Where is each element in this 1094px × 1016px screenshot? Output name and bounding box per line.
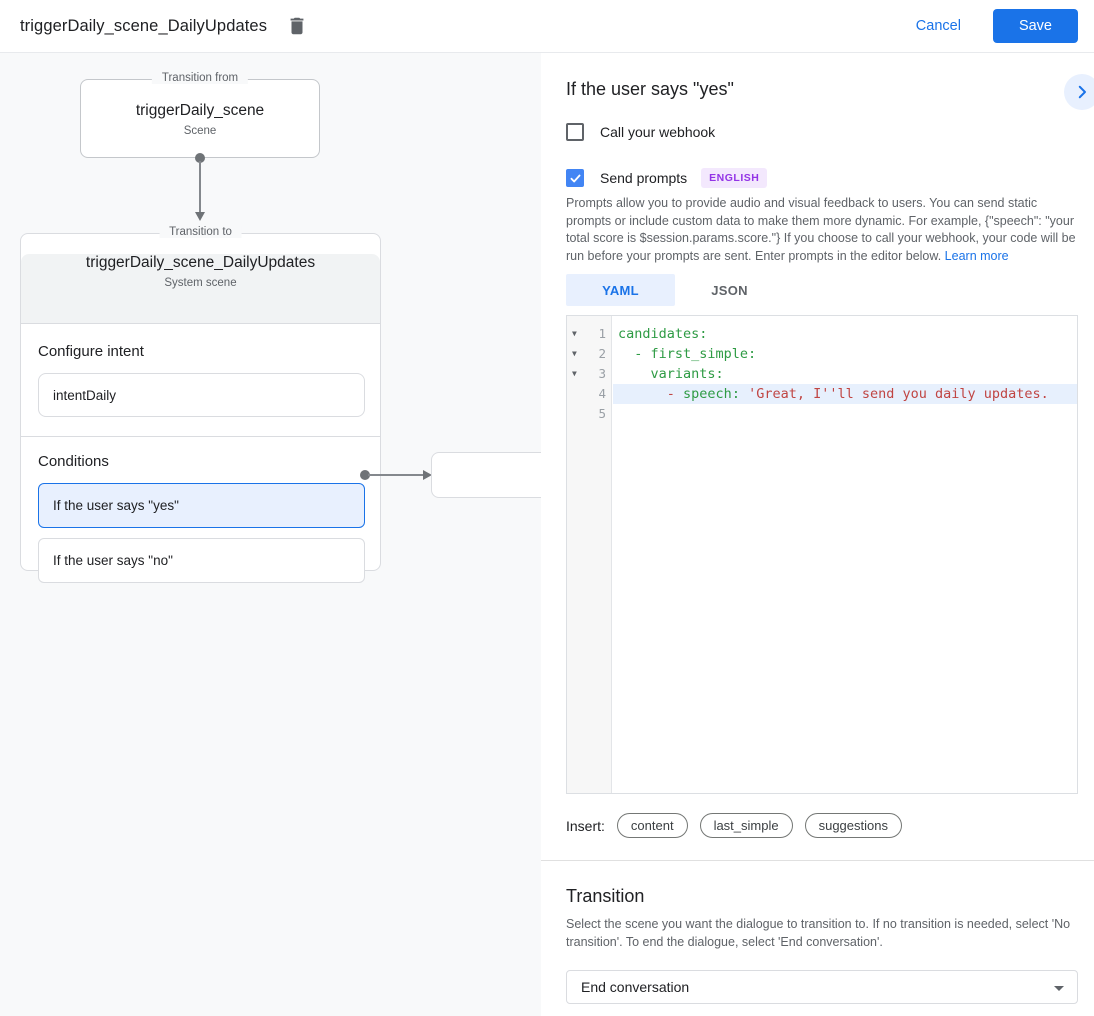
insert-row: Insert: content last_simple suggestions (566, 813, 902, 838)
transition-to-legend: Transition to (159, 226, 242, 238)
insert-chip-last-simple[interactable]: last_simple (699, 813, 793, 838)
insert-chip-content[interactable]: content (616, 813, 688, 838)
insert-label: Insert: (566, 817, 605, 834)
code-token: - first_simple: (618, 346, 757, 362)
configure-intent-label: Configure intent (38, 343, 144, 360)
editor-line: ▼ 2 - first_simple: (567, 344, 1077, 364)
insert-chip-suggestions[interactable]: suggestions (804, 813, 902, 838)
line-number: 2 (598, 346, 606, 361)
cancel-button[interactable]: Cancel (904, 10, 973, 42)
line-number: 1 (598, 326, 606, 341)
gutter-cell: ▼ 2 (567, 344, 613, 364)
gutter-cell: ▼ 1 (567, 324, 613, 344)
code-token: speech: (683, 386, 740, 402)
code-line: candidates: (613, 324, 1077, 344)
save-button[interactable]: Save (992, 9, 1078, 43)
editor-tabs: YAML JSON (566, 274, 784, 306)
arrowhead-down-icon (195, 212, 205, 221)
to-scene-subtitle: System scene (164, 277, 237, 289)
code-line (613, 404, 1077, 424)
connector-line-horizontal (368, 474, 424, 476)
delete-scene-button[interactable] (285, 14, 309, 38)
transition-target-node[interactable] (431, 452, 541, 498)
webhook-label: Call your webhook (600, 124, 716, 140)
condition-detail-title: If the user says "yes" (566, 79, 734, 99)
section-divider (541, 860, 1094, 861)
webhook-checkbox[interactable] (566, 123, 584, 141)
trash-icon (286, 15, 308, 37)
transition-description: Select the scene you want the dialogue t… (566, 917, 1071, 949)
code-token: variants: (618, 366, 724, 382)
scene-card-header: triggerDaily_scene_DailyUpdates System s… (21, 254, 380, 324)
transition-to-node: Transition to triggerDaily_scene_DailyUp… (20, 226, 381, 583)
send-prompts-checkbox[interactable] (566, 169, 584, 187)
transition-select-value: End conversation (581, 979, 690, 995)
connector-dot (360, 470, 370, 480)
scene-diagram-panel: Transition from triggerDaily_scene Scene… (0, 53, 541, 1016)
tab-yaml[interactable]: YAML (566, 274, 675, 306)
checkmark-icon (569, 172, 582, 185)
conditions-label: Conditions (38, 453, 109, 470)
transition-select[interactable]: End conversation (566, 970, 1078, 1004)
line-number: 5 (598, 406, 606, 421)
code-line: variants: (613, 364, 1077, 384)
gutter-cell: ▼ 5 (567, 404, 613, 424)
editor-line: ▼ 1 candidates: (567, 324, 1077, 344)
from-scene-title: triggerDaily_scene (135, 102, 265, 119)
editor-line: ▼ 3 variants: (567, 364, 1077, 384)
condition-item-no[interactable]: If the user says "no" (38, 538, 365, 583)
editor-line: ▼ 5 (567, 404, 1077, 424)
code-token (618, 386, 667, 402)
condition-label: If the user says "no" (53, 553, 173, 568)
tab-json[interactable]: JSON (711, 282, 748, 298)
send-prompts-label: Send prompts (600, 170, 688, 186)
intent-input[interactable] (38, 373, 365, 417)
configure-intent-section: Configure intent (21, 324, 380, 437)
prompt-code-editor[interactable]: ▼ 1 candidates: ▼ 2 - first_simple: ▼ 3 … (566, 315, 1078, 794)
transition-from-legend: Transition from (151, 72, 249, 84)
prompts-description: Prompts allow you to provide audio and v… (566, 195, 1082, 265)
transition-from-node[interactable]: Transition from triggerDaily_scene Scene (80, 72, 320, 158)
gutter-cell: ▼ 4 (567, 384, 613, 404)
send-prompts-row: Send prompts ENGLISH (566, 168, 768, 188)
condition-label: If the user says "yes" (53, 498, 179, 513)
page-title: triggerDaily_scene_DailyUpdates (20, 16, 268, 35)
code-token: 'Great, I''ll send you daily updates. (739, 386, 1049, 402)
editor-line: ▼ 4 - speech: 'Great, I''ll send you dai… (567, 384, 1077, 404)
dropdown-caret-icon (1054, 986, 1064, 991)
condition-item-yes[interactable]: If the user says "yes" (38, 483, 365, 528)
code-token: - (666, 386, 684, 402)
to-scene-title: triggerDaily_scene_DailyUpdates (85, 254, 316, 271)
code-line-active: - speech: 'Great, I''ll send you daily u… (613, 384, 1077, 404)
connector-line-vertical (199, 161, 201, 213)
gutter-cell: ▼ 3 (567, 364, 613, 384)
editor-rows: ▼ 1 candidates: ▼ 2 - first_simple: ▼ 3 … (567, 324, 1077, 424)
conditions-section: Conditions If the user says "yes" If the… (21, 437, 380, 599)
line-number: 4 (598, 386, 606, 401)
code-token: candidates: (618, 326, 708, 342)
learn-more-link[interactable]: Learn more (944, 248, 1009, 263)
fold-arrow-icon[interactable]: ▼ (572, 329, 577, 338)
prompts-description-text: Prompts allow you to provide audio and v… (566, 196, 1076, 263)
top-bar: triggerDaily_scene_DailyUpdates Cancel S… (0, 0, 1094, 53)
fold-arrow-icon[interactable]: ▼ (572, 349, 577, 358)
webhook-row: Call your webhook (566, 123, 715, 141)
chevron-right-icon (1073, 83, 1091, 101)
connector-dot (195, 153, 205, 163)
arrowhead-right-icon (423, 470, 432, 480)
line-number: 3 (598, 366, 606, 381)
fold-arrow-icon[interactable]: ▼ (572, 369, 577, 378)
condition-detail-panel: If the user says "yes" Call your webhook… (541, 53, 1094, 1016)
transition-section-title: Transition (566, 886, 645, 906)
language-badge: ENGLISH (701, 168, 768, 188)
from-scene-subtitle: Scene (183, 125, 217, 137)
collapse-panel-button[interactable] (1064, 74, 1094, 110)
editor-gutter (567, 316, 612, 793)
code-line: - first_simple: (613, 344, 1077, 364)
